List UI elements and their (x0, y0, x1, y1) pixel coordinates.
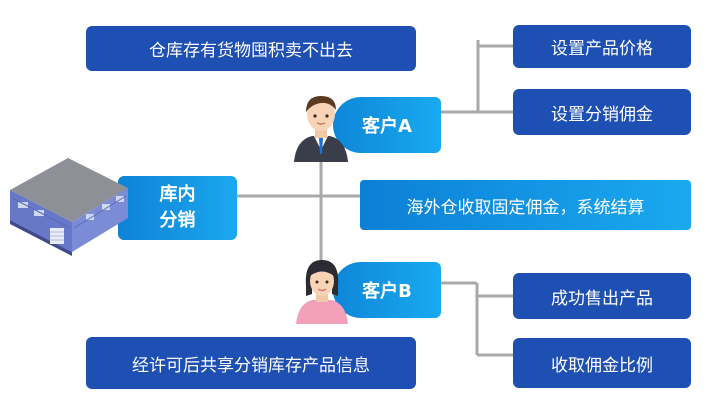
sold-text: 成功售出产品 (551, 288, 653, 309)
warehouse-icon (10, 158, 128, 256)
set-commission-box: 设置分销佣金 (513, 89, 691, 135)
set-price-text: 设置产品价格 (551, 39, 653, 59)
hub-box: 库内 分销 (118, 176, 237, 240)
sold-box: 成功售出产品 (513, 273, 691, 319)
businesswoman-icon (296, 260, 348, 324)
bottom-note-box: 经许可后共享分销库存产品信息 (86, 337, 416, 389)
businessman-icon (294, 96, 348, 162)
customer-a-text: 客户A (362, 116, 412, 137)
bottom-note-text: 经许可后共享分销库存产品信息 (132, 355, 370, 376)
hub-line-2: 分销 (159, 210, 196, 231)
settlement-text: 海外仓收取固定佣金，系统结算 (406, 197, 645, 218)
hub-line-1: 库内 (159, 184, 196, 205)
top-note-box: 仓库存有货物囤积卖不出去 (86, 26, 416, 71)
settlement-box: 海外仓收取固定佣金，系统结算 (360, 180, 691, 230)
set-price-box: 设置产品价格 (513, 25, 691, 68)
customer-a-label: 客户A (333, 97, 441, 153)
top-note-text: 仓库存有货物囤积卖不出去 (149, 41, 353, 61)
customer-b-text: 客户B (362, 281, 412, 302)
set-commission-text: 设置分销佣金 (551, 104, 653, 125)
commission-ratio-text: 收取佣金比例 (551, 355, 653, 376)
customer-b-label: 客户B (333, 262, 441, 318)
commission-ratio-box: 收取佣金比例 (513, 338, 691, 388)
